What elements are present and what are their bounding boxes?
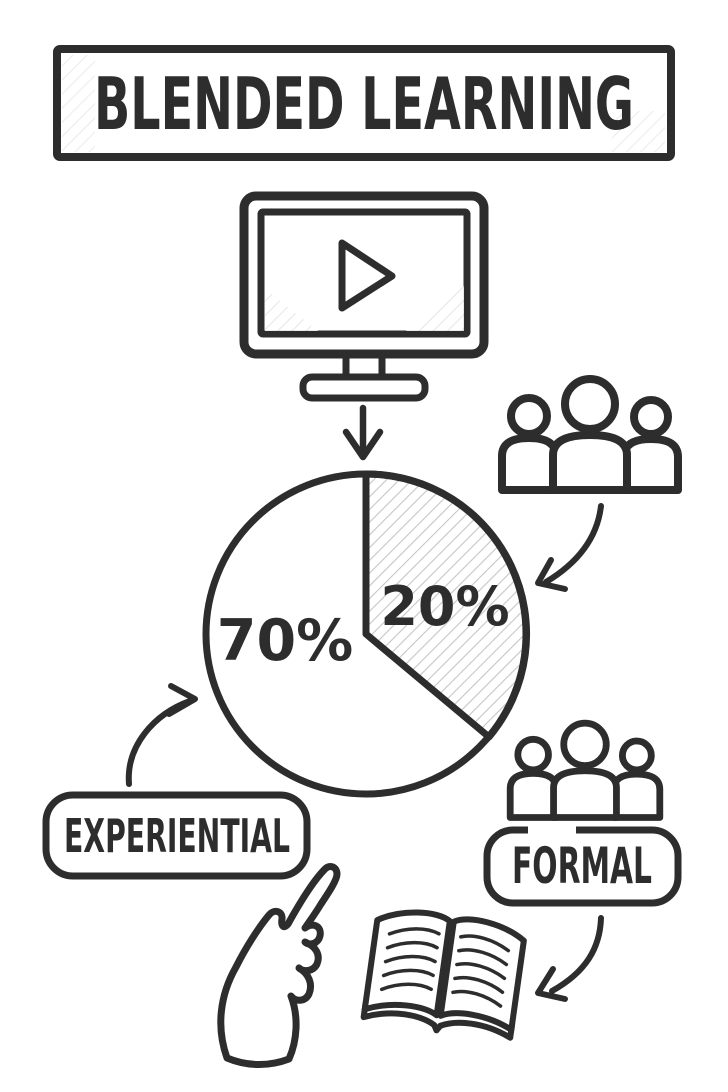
curved-arrow-experiential-to-pie (125, 683, 198, 787)
pie-outline (202, 470, 530, 798)
people-group-icon-top (502, 379, 678, 490)
book-text-lines (379, 927, 511, 1008)
open-book-icon (360, 909, 527, 1041)
monitor-play-icon (239, 191, 489, 402)
play-icon (338, 239, 396, 312)
pointing-hand-icon (217, 863, 341, 1069)
formal-box (483, 826, 682, 907)
people-group-icon-bottom (510, 723, 660, 817)
title-box (53, 45, 675, 161)
experiential-label: EXPERIENTIAL (64, 809, 290, 863)
pie-label-20: 20% (380, 575, 509, 638)
formal-badge: FORMAL (483, 823, 682, 907)
curved-arrow-formal-to-book (535, 915, 604, 1002)
title-box-shading-left (62, 55, 95, 152)
pie-chart: 70% 20% (202, 470, 531, 798)
curved-arrow-people-to-pie (535, 503, 604, 592)
formal-label: FORMAL (512, 837, 652, 895)
down-arrow-icon (342, 404, 384, 461)
screen-shading-left (265, 289, 318, 331)
page-title: BLENDED LEARNING (94, 62, 634, 146)
title-banner: BLENDED LEARNING (53, 45, 675, 161)
formal-box-sketch-gap (528, 823, 576, 836)
title-box-shading-right (612, 111, 665, 152)
experiential-badge: EXPERIENTIAL (42, 791, 311, 880)
screen-shading-right (406, 286, 464, 331)
experiential-box (42, 791, 311, 880)
monitor-base (299, 373, 429, 402)
pie-label-70: 70% (217, 608, 353, 674)
